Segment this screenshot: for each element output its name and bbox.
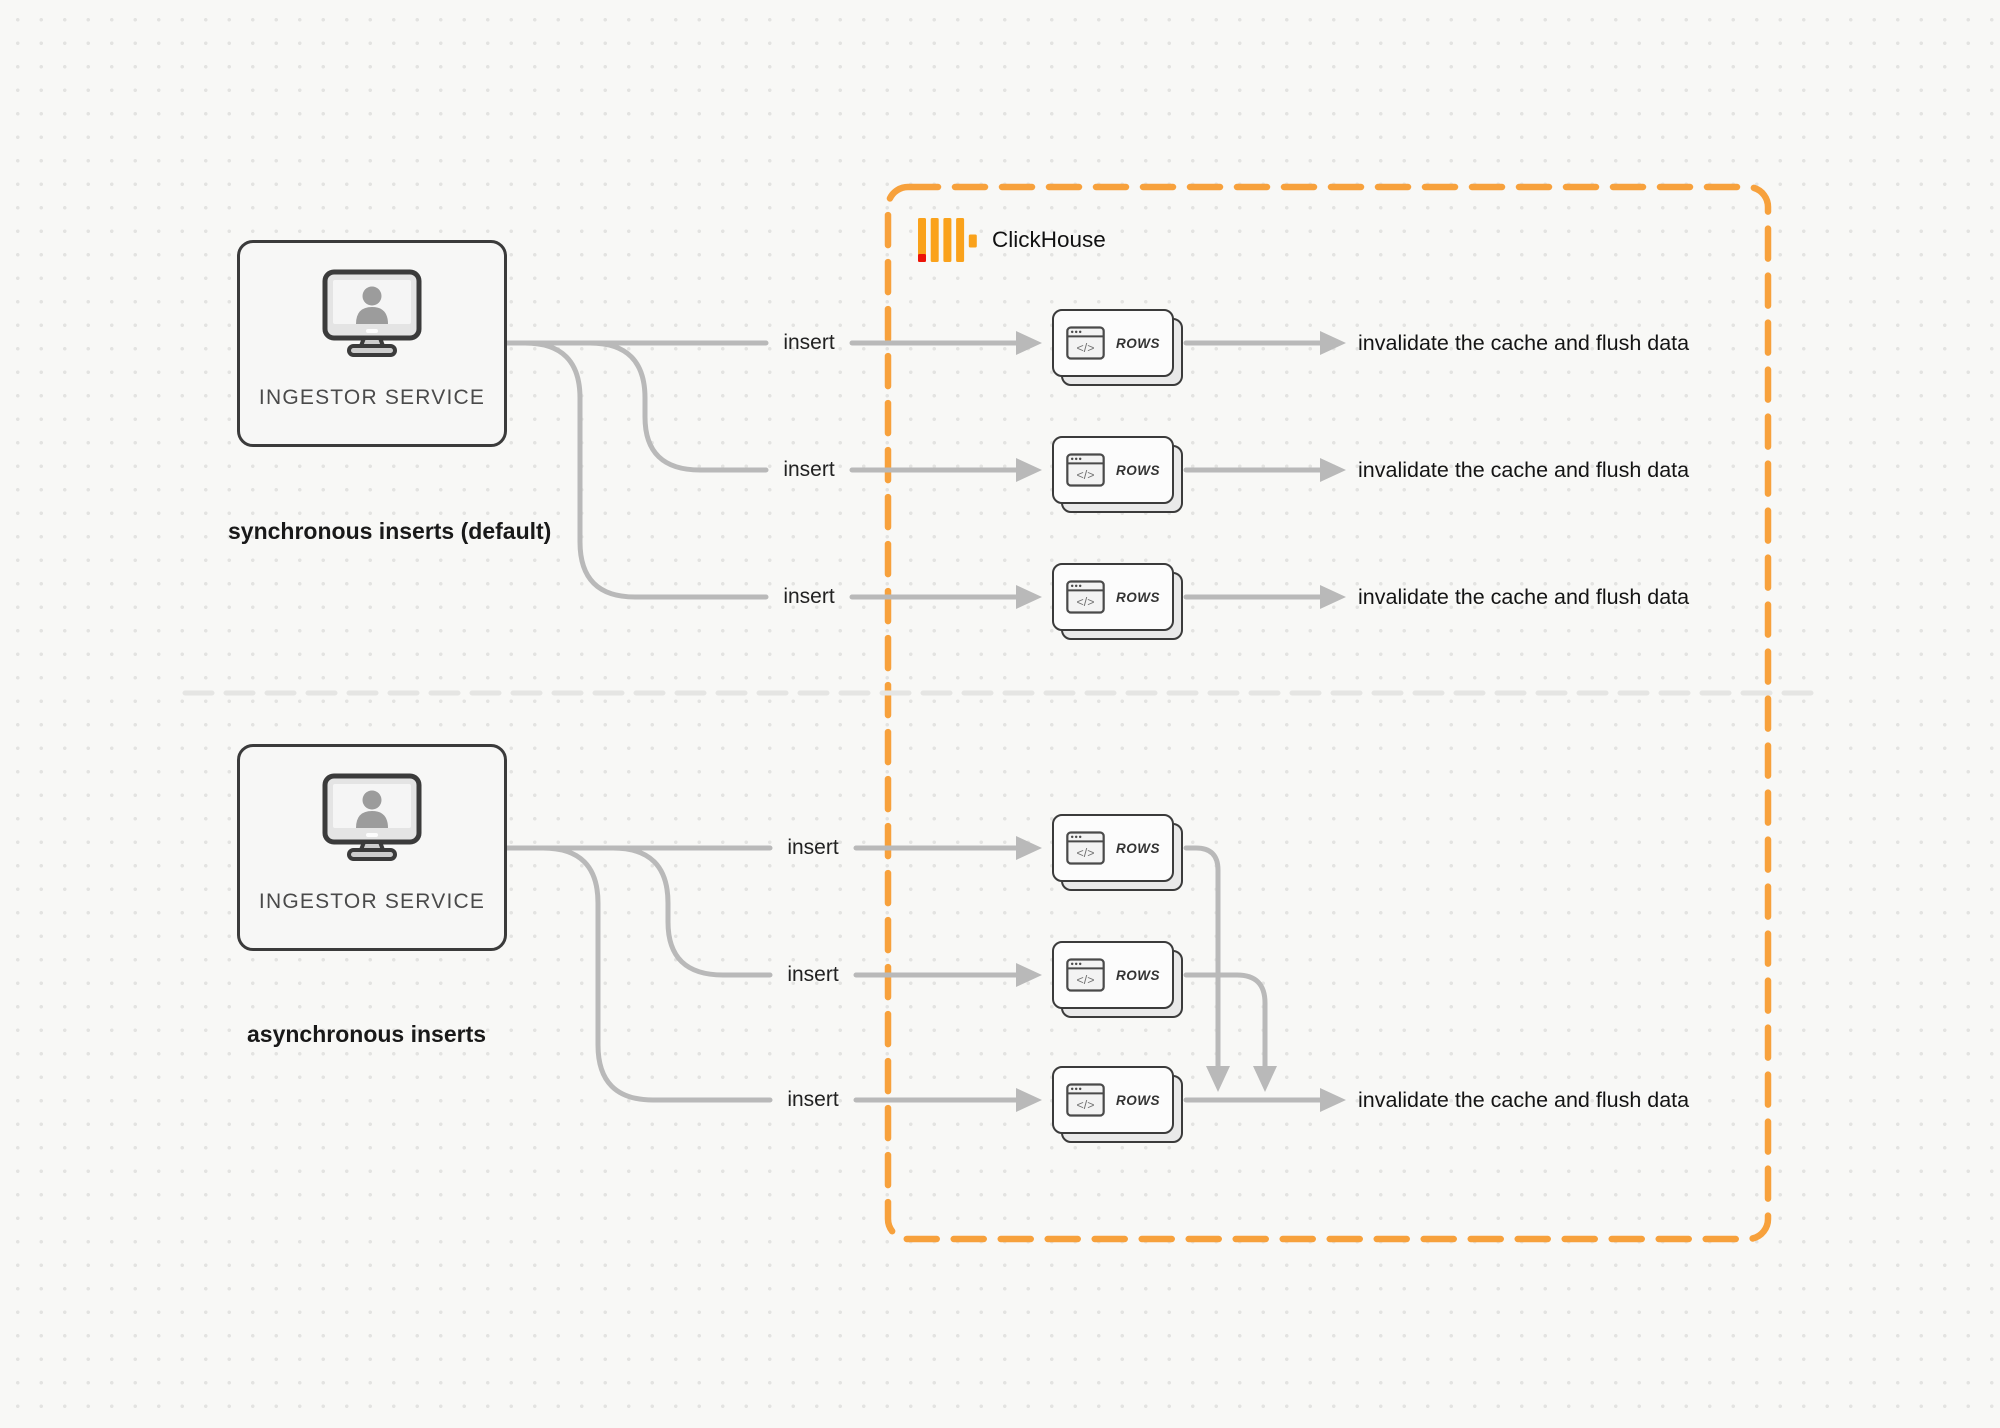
sync-caption: synchronous inserts (default) [228,518,552,544]
svg-text:</>: </> [1077,1098,1095,1112]
rows-card-label: ROWS [1116,462,1160,478]
rows-card: </> ROWS [1052,436,1183,513]
ingestor-service-label: INGESTOR SERVICE [258,890,486,913]
insert-label: insert [787,963,839,986]
insert-label: insert [787,1088,839,1111]
rows-card-face: </> ROWS [1052,436,1174,504]
async-arrowheads [1016,836,1346,1112]
ingestor-service-box-async: INGESTOR SERVICE [237,744,507,951]
result-label: invalidate the cache and flush data [1358,585,1690,609]
rows-card-label: ROWS [1116,967,1160,983]
rows-card-face: </> ROWS [1052,309,1174,377]
result-label: invalidate the cache and flush data [1358,331,1690,355]
rows-card-face: </> ROWS [1052,563,1174,631]
code-window-icon: </> [1066,958,1105,992]
insert-label: insert [783,458,835,481]
rows-card-face: </> ROWS [1052,1066,1174,1134]
code-window-icon: </> [1066,326,1105,360]
rows-card: </> ROWS [1052,814,1183,891]
code-window-icon: </> [1066,831,1105,865]
svg-text:</>: </> [1077,973,1095,987]
ingestor-service-label: INGESTOR SERVICE [258,386,486,409]
rows-card: </> ROWS [1052,941,1183,1018]
result-label: invalidate the cache and flush data [1358,1088,1690,1112]
code-window-icon: </> [1066,580,1105,614]
async-caption: asynchronous inserts [247,1021,487,1047]
svg-text:</>: </> [1077,341,1095,355]
rows-card: </> ROWS [1052,309,1183,386]
clickhouse-label: ClickHouse [992,227,1106,252]
svg-text:</>: </> [1077,468,1095,482]
rows-card-face: </> ROWS [1052,941,1174,1009]
insert-label: insert [787,836,839,859]
insert-label: insert [783,585,835,608]
result-label: invalidate the cache and flush data [1358,458,1690,482]
sync-arrowheads [1016,331,1346,609]
svg-text:</>: </> [1077,846,1095,860]
monitor-user-icon [322,773,422,861]
rows-card-label: ROWS [1116,589,1160,605]
rows-card: </> ROWS [1052,1066,1183,1143]
rows-card-label: ROWS [1116,840,1160,856]
clickhouse-boundary [884,183,1772,1243]
async-connectors [504,845,1323,1103]
rows-card: </> ROWS [1052,563,1183,640]
code-window-icon: </> [1066,1083,1105,1117]
monitor-user-icon [322,269,422,357]
rows-card-label: ROWS [1116,1092,1160,1108]
rows-card-face: </> ROWS [1052,814,1174,882]
ingestor-service-box-sync: INGESTOR SERVICE [237,240,507,447]
clickhouse-logo-icon [918,218,977,262]
sync-connectors [504,340,1323,600]
rows-card-label: ROWS [1116,335,1160,351]
insert-label: insert [783,331,835,354]
svg-text:</>: </> [1077,595,1095,609]
code-window-icon: </> [1066,453,1105,487]
